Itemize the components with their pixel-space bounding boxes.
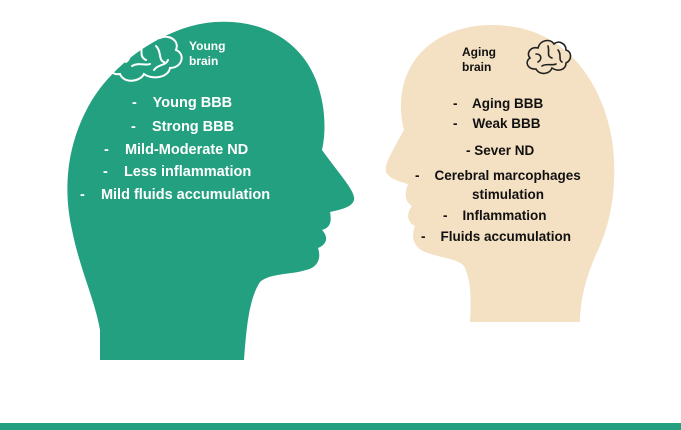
brain-icon bbox=[526, 39, 572, 75]
aging-item-sever-nd: - Sever ND bbox=[466, 143, 535, 158]
young-item-mild-moderate-nd: - Mild-Moderate ND bbox=[104, 142, 249, 158]
aging-head-silhouette bbox=[385, 25, 615, 322]
bottom-bar bbox=[0, 423, 681, 430]
aging-item-stimulation: stimulation bbox=[472, 187, 545, 202]
aging-item-aging-bbb: - Aging BBB bbox=[453, 96, 544, 111]
aging-brain-title: Aging brain bbox=[462, 45, 496, 74]
young-item-less-inflammation: - Less inflammation bbox=[103, 164, 252, 180]
aging-item-fluids-accumulation: - Fluids accumulation bbox=[421, 229, 572, 244]
aging-item-weak-bbb: - Weak BBB bbox=[453, 116, 541, 131]
aging-item-inflammation: - Inflammation bbox=[443, 208, 547, 223]
young-item-mild-fluids: - Mild fluids accumulation bbox=[80, 187, 271, 203]
young-brain-title: Young brain bbox=[189, 39, 226, 68]
young-item-strong-bbb: - Strong BBB bbox=[131, 119, 235, 135]
aging-item-cerebral-marcophages: - Cerebral marcophages bbox=[415, 168, 581, 183]
young-head-silhouette bbox=[67, 21, 355, 360]
young-item-young-bbb: - Young BBB bbox=[132, 95, 233, 111]
brain-icon bbox=[107, 32, 183, 82]
